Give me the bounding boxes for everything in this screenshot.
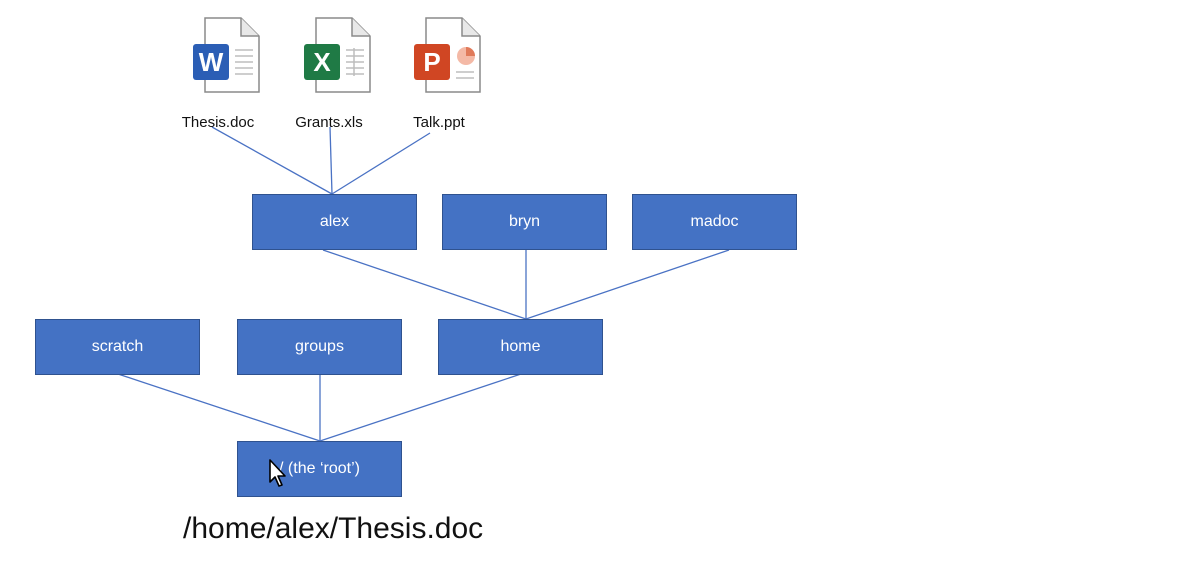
svg-text:X: X <box>313 47 331 77</box>
edge-alex-home <box>322 249 527 320</box>
node-madoc[interactable]: madoc <box>632 194 797 250</box>
node-root[interactable]: / (the ‘root’) <box>237 441 402 497</box>
powerpoint-presentation-icon: P <box>414 17 481 93</box>
edge-grants-alex <box>329 126 333 195</box>
file-name-thesis: Thesis.doc <box>181 114 255 131</box>
example-path: /home/alex/Thesis.doc <box>183 512 484 545</box>
edge-scratch-root <box>117 373 321 442</box>
file-thesis-doc[interactable]: W Thesis.doc <box>168 16 268 131</box>
edge-madoc-home <box>525 249 730 320</box>
node-alex[interactable]: alex <box>252 194 417 250</box>
file-grants-xls[interactable]: X Grants.xls <box>279 16 379 131</box>
file-talk-ppt[interactable]: P Talk.ppt <box>389 16 489 131</box>
node-bryn[interactable]: bryn <box>442 194 607 250</box>
node-groups[interactable]: groups <box>237 319 402 375</box>
edge-home-root <box>319 373 522 442</box>
excel-spreadsheet-icon: X <box>304 17 371 93</box>
node-home[interactable]: home <box>438 319 603 375</box>
file-name-talk: Talk.ppt <box>413 114 465 131</box>
edge-thesis-alex <box>211 126 333 195</box>
file-name-grants: Grants.xls <box>295 114 363 131</box>
svg-text:W: W <box>199 47 224 77</box>
svg-text:P: P <box>423 47 440 77</box>
word-document-icon: W <box>193 17 260 93</box>
edge-talk-alex <box>331 132 431 195</box>
mouse-cursor-icon <box>269 459 286 487</box>
node-scratch[interactable]: scratch <box>35 319 200 375</box>
